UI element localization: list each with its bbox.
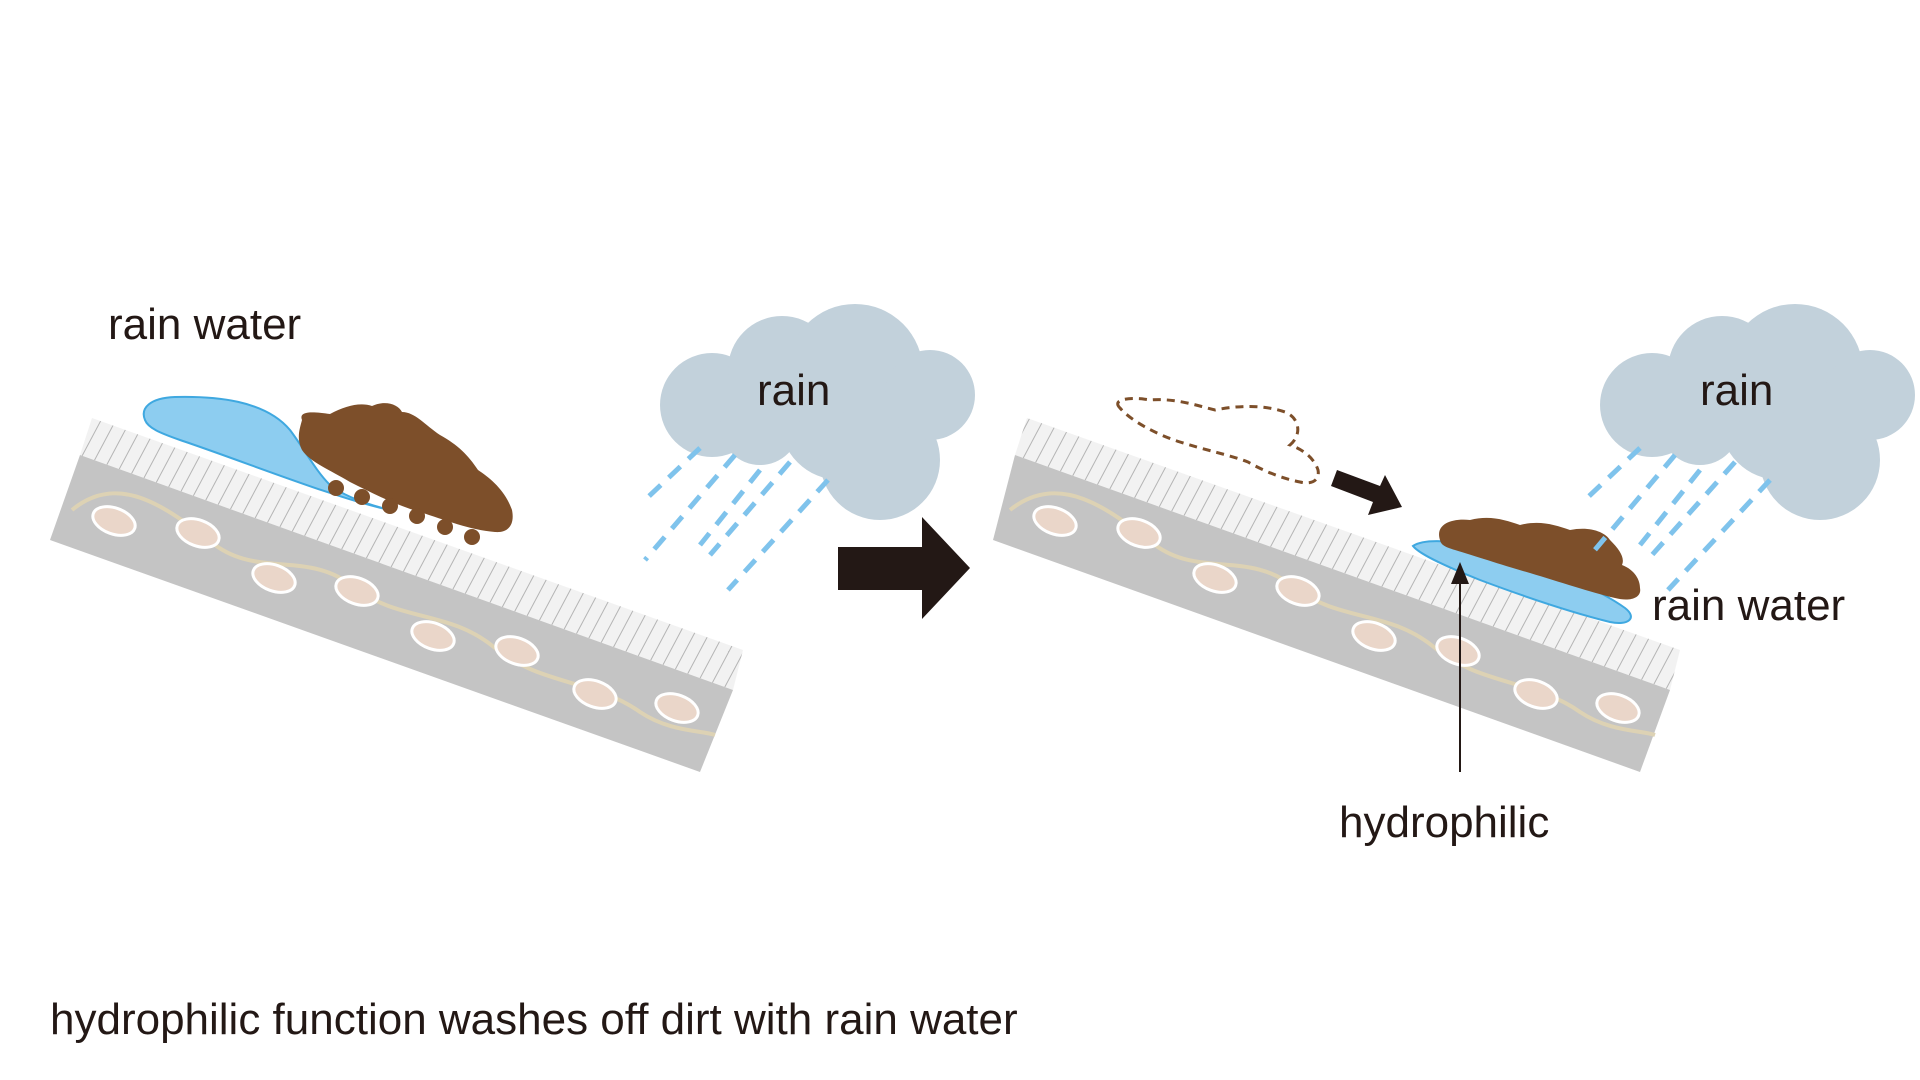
left-dirt-blob [298, 403, 513, 533]
pebble [1435, 635, 1481, 667]
right-dirt-blob [1439, 517, 1641, 600]
dirt-outline-ghost [1116, 397, 1320, 485]
left-pebbles [91, 505, 700, 724]
pebble [251, 562, 297, 594]
left-cloud-icon [660, 304, 975, 520]
left-panel: rain water rain [50, 300, 975, 772]
pebble [1116, 517, 1162, 549]
hydrophilic-pointer-arrowhead [1451, 562, 1469, 584]
right-rain-drops [1583, 446, 1772, 592]
pebble [572, 678, 618, 710]
right-cloud-icon [1600, 304, 1915, 520]
left-rain-water-label: rain water [108, 300, 301, 349]
pebble [654, 692, 700, 724]
left-coating-layer [80, 418, 743, 690]
right-substrate-layer [993, 455, 1670, 772]
right-cloud-label: rain [1700, 366, 1773, 415]
left-rain-drops [643, 446, 830, 592]
pebble [1595, 692, 1641, 724]
hydrophilic-label: hydrophilic [1339, 798, 1549, 847]
pebble [334, 575, 380, 607]
right-arrow-icon [838, 517, 970, 619]
dirt-particle [409, 508, 425, 524]
right-panel: rain rain water hydrophilic [993, 304, 1915, 847]
right-pebbles [1032, 505, 1641, 724]
pebble [1192, 562, 1238, 594]
dirt-particle [382, 498, 398, 514]
pebble [175, 517, 221, 549]
left-substrate-layer [50, 455, 733, 772]
pebble [1032, 505, 1078, 537]
pebble [1513, 678, 1559, 710]
dirt-particle [464, 529, 480, 545]
pebble [494, 635, 540, 667]
small-right-arrow-icon [1331, 470, 1402, 515]
pebble [91, 505, 137, 537]
right-rain-water-label: rain water [1652, 581, 1845, 630]
dirt-particle [328, 480, 344, 496]
pebble [1351, 620, 1397, 652]
right-coating-layer [1015, 418, 1680, 690]
pebble [410, 620, 456, 652]
left-cloud-label: rain [757, 366, 830, 415]
caption: hydrophilic function washes off dirt wit… [50, 995, 1018, 1044]
dirt-particle [354, 489, 370, 505]
dirt-particle [437, 519, 453, 535]
left-dirt-particles [328, 480, 480, 545]
pebble [1275, 575, 1321, 607]
